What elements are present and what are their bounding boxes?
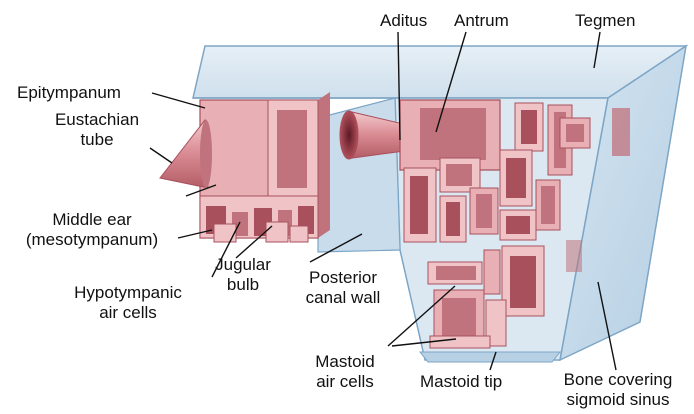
eustachian-tube bbox=[160, 120, 212, 188]
label-posterior-line2: canal wall bbox=[284, 288, 402, 308]
label-posterior-canal-wall: Posterior canal wall bbox=[284, 268, 402, 308]
label-hypotympanic-line1: Hypotympanic bbox=[40, 283, 216, 303]
label-bone-line2: sigmoid sinus bbox=[548, 390, 688, 410]
label-middle-ear-line2: (mesotympanum) bbox=[4, 230, 180, 250]
label-hypotympanic-air-cells: Hypotympanic air cells bbox=[40, 283, 216, 323]
label-hypotympanic-line2: air cells bbox=[40, 303, 216, 323]
label-bone-covering-sigmoid-sinus: Bone covering sigmoid sinus bbox=[548, 370, 688, 410]
label-aditus: Aditus bbox=[380, 11, 427, 31]
label-eustachian-tube: Eustachian tube bbox=[38, 110, 156, 150]
label-mastoid-cells-line2: air cells bbox=[300, 372, 390, 392]
label-middle-ear: Middle ear (mesotympanum) bbox=[4, 210, 180, 250]
label-posterior-line1: Posterior bbox=[284, 268, 402, 288]
label-mastoid-tip: Mastoid tip bbox=[420, 372, 502, 392]
label-eustachian-line2: tube bbox=[38, 130, 156, 150]
middle-ear-cavity bbox=[200, 92, 330, 242]
label-tegmen: Tegmen bbox=[575, 11, 635, 31]
label-eustachian-line1: Eustachian bbox=[38, 110, 156, 130]
mastoid-tip-surface bbox=[420, 352, 560, 362]
label-mastoid-air-cells: Mastoid air cells bbox=[300, 352, 390, 392]
tegmen-surface bbox=[193, 46, 686, 98]
label-epitympanum: Epitympanum bbox=[17, 83, 121, 103]
label-mastoid-cells-line1: Mastoid bbox=[300, 352, 390, 372]
label-bone-line1: Bone covering bbox=[548, 370, 688, 390]
label-antrum: Antrum bbox=[454, 11, 509, 31]
label-middle-ear-line1: Middle ear bbox=[4, 210, 180, 230]
label-jugular-line1: Jugular bbox=[200, 255, 286, 275]
